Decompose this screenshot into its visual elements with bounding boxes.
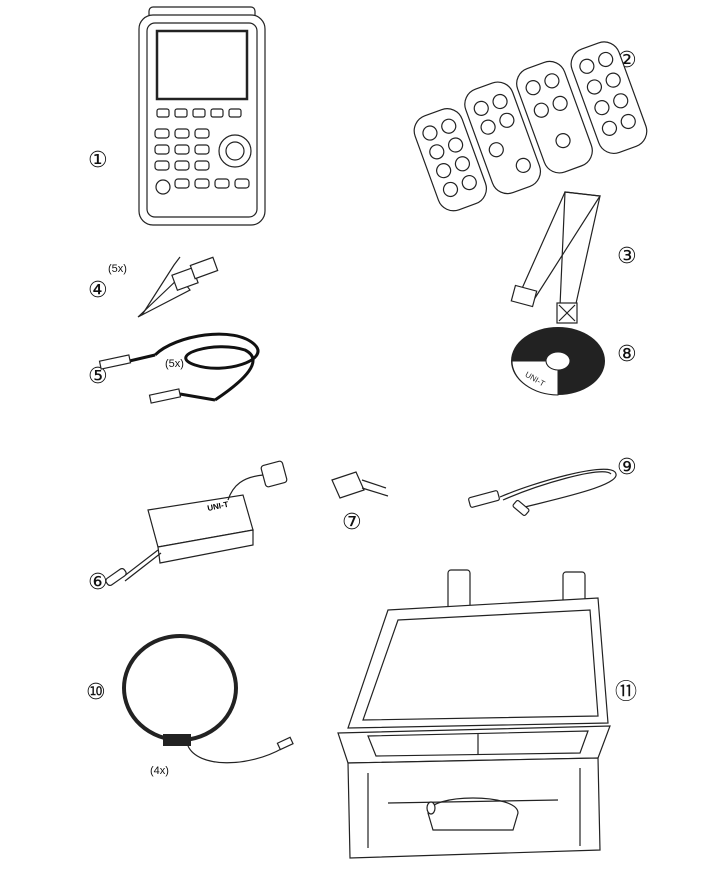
adapter-logo: UNI-T — [207, 500, 230, 513]
quantity-label-clips: (5x) — [108, 263, 127, 275]
plug-adapter-illustration — [331, 471, 389, 499]
cd-illustration: UNI-T — [511, 327, 605, 396]
hand-strap-illustration — [510, 191, 602, 324]
item-number-1: ① — [88, 148, 108, 173]
flexible-current-clamp-illustration — [122, 634, 294, 764]
usb-cable-illustration — [468, 468, 617, 516]
quantity-label-leads: (5x) — [165, 358, 184, 370]
power-adapter-illustration: UNI-T — [105, 460, 288, 587]
item-number-5: ⑤ — [88, 364, 108, 389]
item-number-7: ⑦ — [342, 510, 362, 535]
item-number-4: ④ — [88, 278, 108, 303]
quantity-label-clamps: (4x) — [150, 765, 169, 777]
item-number-9: ⑨ — [617, 455, 637, 480]
item-number-11: ⑪ — [615, 680, 638, 705]
test-leads-illustration — [98, 332, 260, 404]
alligator-clip-illustration — [137, 256, 219, 318]
color-coding-plates-illustration — [413, 41, 648, 212]
carrying-case-illustration — [337, 569, 611, 859]
item-number-3: ③ — [617, 244, 637, 269]
analyzer-illustration — [138, 6, 266, 226]
item-number-8: ⑧ — [617, 342, 637, 367]
item-number-6: ⑥ — [88, 570, 108, 595]
item-number-10: ⑩ — [86, 680, 106, 705]
